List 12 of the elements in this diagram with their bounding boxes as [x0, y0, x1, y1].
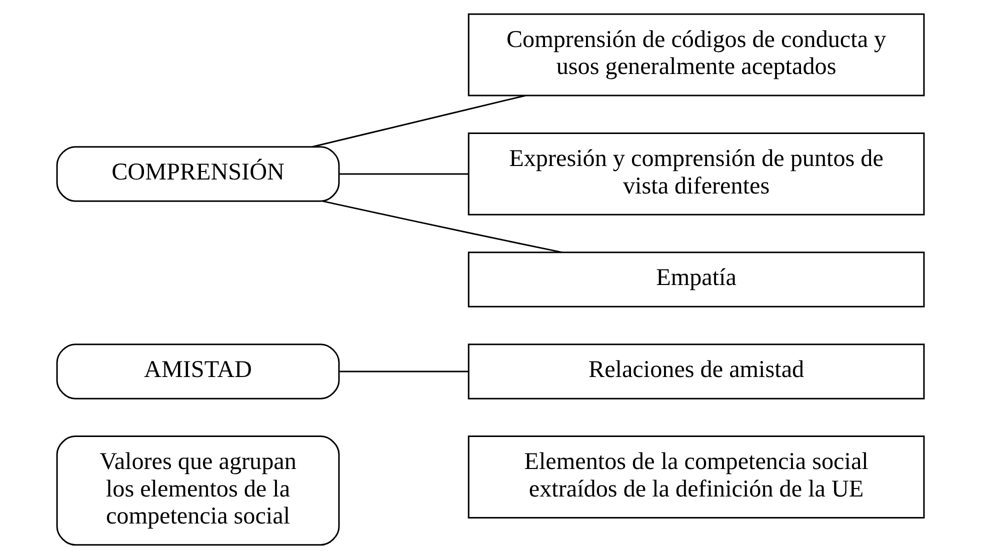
connector: [312, 94, 526, 148]
node-box: COMPRENSIÓN: [56, 146, 340, 202]
connector: [322, 200, 562, 254]
node-box: Expresión y comprensión de puntos de vista diferentes: [468, 132, 925, 216]
node-box: Valores que agrupan los elementos de la competencia social: [56, 436, 340, 546]
connector: [339, 173, 469, 175]
node-box: Relaciones de amistad: [468, 344, 925, 400]
node-box: Comprensión de códigos de conducta y usos generalmente aceptados: [468, 13, 925, 96]
node-box: Elementos de la competencia social extraídos de la definición de la UE: [468, 436, 925, 518]
connector: [339, 370, 469, 372]
node-box: Empatía: [468, 252, 925, 308]
node-box: AMISTAD: [56, 344, 340, 400]
